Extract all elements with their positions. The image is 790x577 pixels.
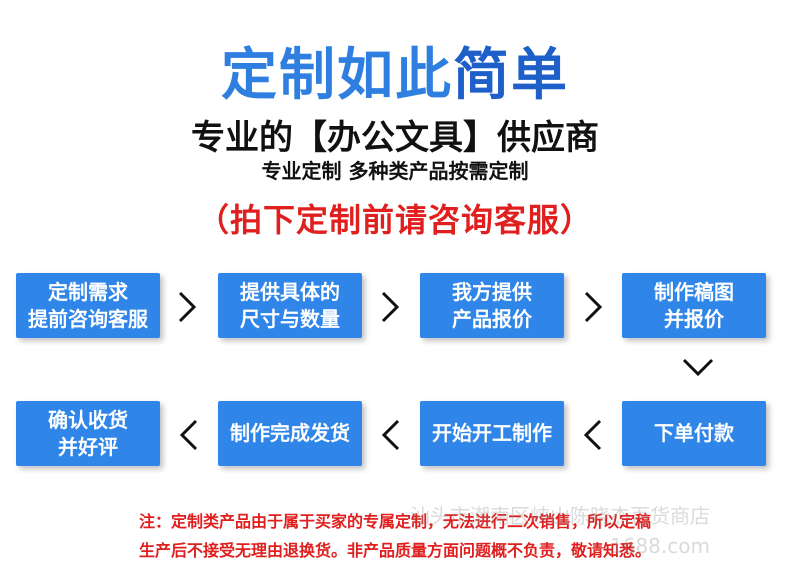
step-label: 并好评 (58, 434, 118, 459)
watermark-store: 汕头市潮南区峡山陈晓杰百货商店 (410, 504, 710, 528)
title-part1: 定制如此 (221, 43, 453, 108)
step-draft: 制作稿图并报价 (622, 273, 766, 338)
step-payment: 下单付款 (622, 401, 766, 466)
step-label: 提供具体的 (240, 279, 340, 304)
step-label: 制作稿图 (654, 279, 734, 304)
chevron-left-icon (578, 415, 608, 455)
step-label: 尺寸与数量 (240, 306, 340, 331)
chevron-right-icon (375, 287, 405, 327)
step-label: 并报价 (664, 306, 724, 331)
subtitle: 专业的【办公文具】供应商 (191, 118, 599, 158)
note-line-2: 生产后不接受无理由退换货。非产品质量方面问题概不负责，敬请知悉。 (138, 541, 651, 560)
step-label: 确认收货 (48, 407, 128, 432)
chevron-right-icon (172, 287, 202, 327)
chevron-left-icon (376, 415, 406, 455)
chevron-left-icon (174, 415, 204, 455)
note-line-1: 注：定制类产品由于属于买家的专属定制，无法进行二次销售，所以定稿 (138, 512, 651, 531)
step-label: 定制需求 (48, 279, 128, 304)
step-ship: 制作完成发货 (218, 401, 362, 466)
tagline: 专业定制 多种类产品按需定制 (261, 159, 529, 183)
step-provide-size: 提供具体的尺寸与数量 (218, 273, 362, 338)
title-part2: 简单 (453, 43, 569, 108)
step-label: 产品报价 (452, 306, 532, 331)
chevron-right-icon (578, 287, 608, 327)
step-label: 开始开工制作 (432, 421, 552, 445)
step-quote: 我方提供产品报价 (420, 273, 564, 338)
step-production: 开始开工制作 (420, 401, 564, 466)
step-label: 我方提供 (452, 279, 532, 304)
step-custom-demand: 定制需求提前咨询客服 (16, 273, 160, 338)
step-label: 制作完成发货 (230, 421, 350, 445)
step-confirm-receipt: 确认收货并好评 (16, 401, 160, 466)
main-title: 定制如此简单 (0, 30, 790, 111)
step-label: 下单付款 (654, 421, 734, 445)
step-label: 提前咨询客服 (28, 306, 148, 331)
consult-notice: （拍下定制前请咨询客服） (196, 201, 593, 239)
chevron-down-icon (680, 352, 716, 382)
watermark-site: 1688.com (610, 534, 710, 558)
